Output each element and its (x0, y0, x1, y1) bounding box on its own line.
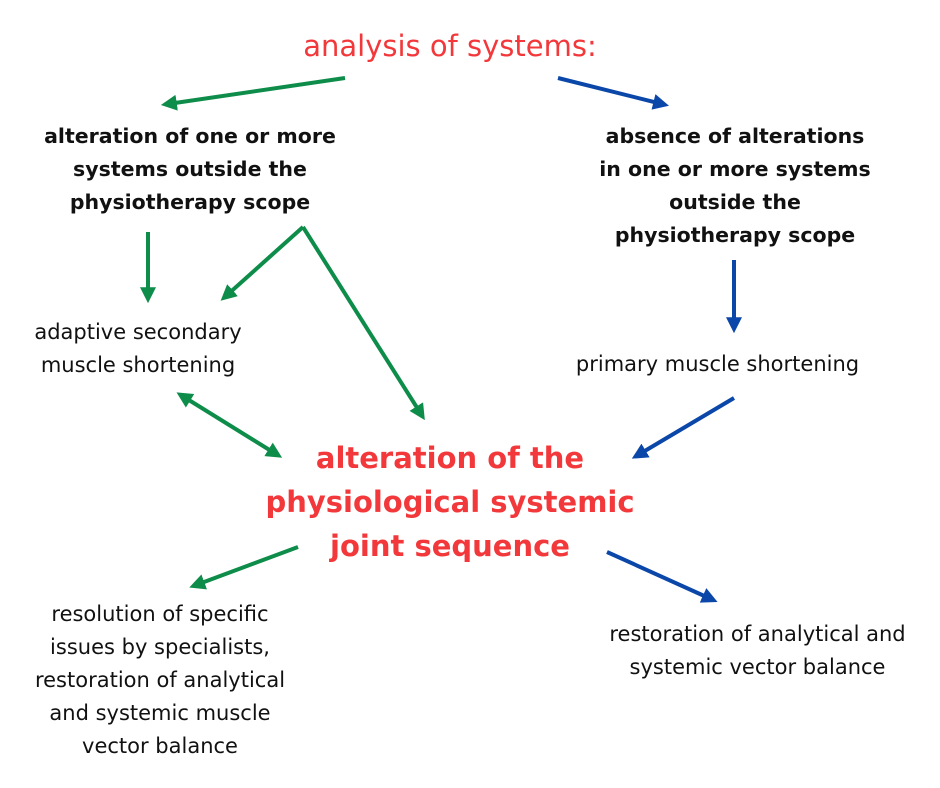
node-left-outcome-resolution: resolution of specific issues by special… (34, 602, 286, 758)
arrow-primary-to-center (631, 396, 736, 459)
node-absence-of-alterations: absence of alterations in one or more sy… (599, 124, 871, 247)
arrow-center-to-right-outcome (606, 550, 718, 603)
node-primary-muscle-shortening: primary muscle shortening (575, 352, 860, 376)
arrow-root-to-left (160, 76, 346, 111)
arrow-adaptive-center (176, 392, 283, 458)
node-alteration-outside-scope: alteration of one or more systems outsid… (44, 124, 336, 214)
arrow-left-to-center (301, 225, 425, 421)
central-node-joint-sequence-alteration: alteration of the physiological systemic… (265, 441, 635, 563)
arrow-center-to-left-outcome (189, 545, 299, 590)
node-right-outcome-restoration: restoration of analytical and systemic v… (609, 622, 906, 679)
node-adaptive-secondary-shortening: adaptive secondary muscle shortening (34, 320, 242, 377)
root-node-analysis-of-systems: analysis of systems: (303, 29, 597, 63)
arrow-left-to-adaptive-b (220, 225, 305, 301)
arrow-root-to-right (557, 76, 669, 110)
